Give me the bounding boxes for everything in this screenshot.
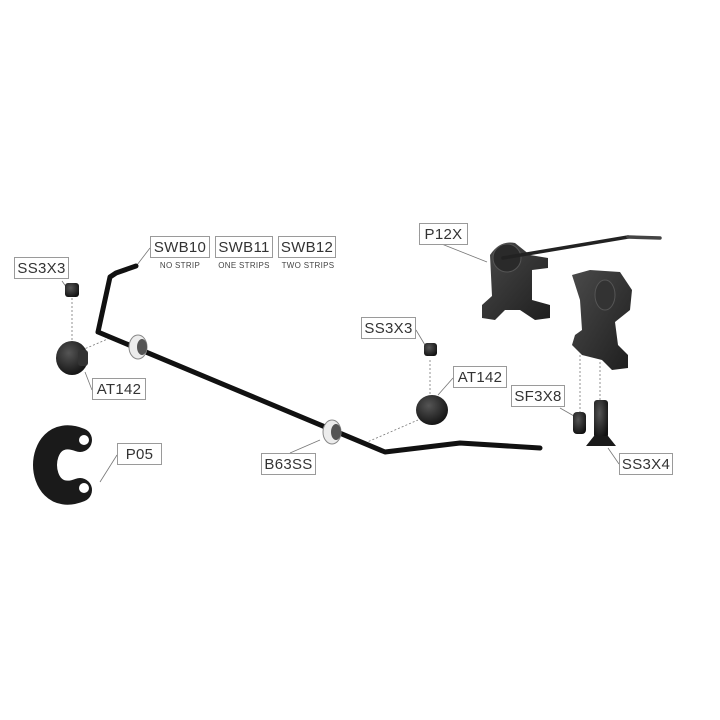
set-screw-sf3x8 (573, 412, 586, 434)
collar-at142-left (56, 341, 88, 375)
label-ss3x4: SS3X4 (619, 453, 673, 475)
collar-at142-right (416, 395, 448, 425)
label-swb12: SWB12 (278, 236, 336, 258)
label-at142-right: AT142 (453, 366, 507, 388)
label-p05: P05 (117, 443, 162, 465)
label-swb10: SWB10 (150, 236, 210, 258)
bearing-b63ss-left (128, 334, 148, 360)
set-screw-ss3x3-left (65, 283, 79, 297)
label-p12x: P12X (419, 223, 468, 245)
link-p05 (32, 425, 92, 505)
pivot-p12x (482, 235, 662, 320)
sway-bar-rod (95, 263, 543, 455)
bearing-b63ss-right (322, 419, 342, 445)
label-swb11: SWB11 (215, 236, 273, 258)
screw-ss3x4 (586, 400, 616, 446)
label-swb11-note: ONE STRIPS (218, 261, 270, 270)
label-b63ss: B63SS (261, 453, 316, 475)
pivot-block (572, 270, 632, 370)
label-sf3x8: SF3X8 (511, 385, 565, 407)
set-screw-ss3x3-mid (424, 343, 437, 356)
label-ss3x3-mid: SS3X3 (361, 317, 416, 339)
label-ss3x3-left: SS3X3 (14, 257, 69, 279)
label-at142-left: AT142 (92, 378, 146, 400)
label-swb12-note: TWO STRIPS (281, 261, 335, 270)
label-swb10-note: NO STRIP (159, 261, 201, 270)
